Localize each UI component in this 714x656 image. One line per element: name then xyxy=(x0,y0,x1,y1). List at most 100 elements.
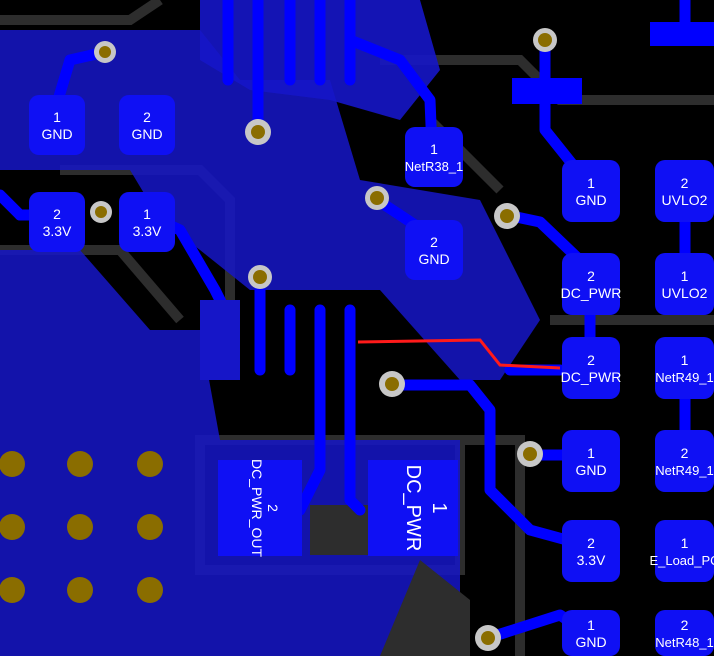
pad-number: 2 xyxy=(143,109,151,125)
via-hole xyxy=(251,125,265,139)
power-pads[interactable]: 2DC_PWR_OUT 1 DC_PWR xyxy=(218,459,458,557)
via-hole xyxy=(523,447,537,461)
pad-net-label: 3.3V xyxy=(133,223,162,239)
pad-net-label: UVLO2 xyxy=(662,192,708,208)
pad-shape[interactable] xyxy=(405,220,463,280)
through-hole[interactable] xyxy=(137,577,163,603)
via-hole xyxy=(99,46,111,58)
pad-shape[interactable] xyxy=(119,192,175,252)
pad-number: 1 xyxy=(430,141,438,157)
via-hole xyxy=(538,33,552,47)
pad-net-label: GND xyxy=(41,126,72,142)
pad-number: 1 xyxy=(587,175,595,191)
power-pad-net: DC_PWR xyxy=(402,465,424,552)
pad-net-label: NetR38_1 xyxy=(405,159,464,174)
via-hole xyxy=(385,377,399,391)
pad-number: 1 xyxy=(681,535,689,551)
pad-net-label: GND xyxy=(418,251,449,267)
via-hole xyxy=(370,191,384,205)
through-hole[interactable] xyxy=(0,577,25,603)
pad-number: 2 xyxy=(53,206,61,222)
pad-shape[interactable] xyxy=(562,430,620,492)
through-hole[interactable] xyxy=(0,451,25,477)
pad-net-label: 3.3V xyxy=(577,552,606,568)
pad-net-label: E_Load_PC xyxy=(649,553,714,568)
through-hole[interactable] xyxy=(67,577,93,603)
pad-number: 1 xyxy=(587,617,595,633)
smd-pad[interactable]: 23.3V xyxy=(562,520,620,582)
pad-net-label: DC_PWR xyxy=(561,285,622,301)
smd-pad[interactable]: 2DC_PWR xyxy=(561,337,622,399)
via-hole xyxy=(253,270,267,284)
pad-net-label: DC_PWR xyxy=(561,369,622,385)
pad-net-label: UVLO2 xyxy=(662,285,708,301)
through-hole[interactable] xyxy=(67,514,93,540)
smd-pads[interactable]: 1GND2GND23.3V13.3V1NetR38_12GND1GND2UVLO… xyxy=(29,95,714,656)
pad-shape[interactable] xyxy=(655,430,714,492)
pad-shape[interactable] xyxy=(405,127,463,187)
selected-net-track[interactable] xyxy=(357,338,561,370)
pad-number: 2 xyxy=(681,175,689,191)
pad-number: 1 xyxy=(587,445,595,461)
pad-shape[interactable] xyxy=(562,520,620,582)
pad-net-label: 3.3V xyxy=(43,223,72,239)
power-pad-shape[interactable] xyxy=(368,460,458,556)
pad-number: 1 xyxy=(681,268,689,284)
pad-number: 2 xyxy=(587,535,595,551)
smd-pad[interactable]: 1E_Load_PC xyxy=(649,520,714,582)
through-hole-array[interactable] xyxy=(0,451,163,603)
pad-number: 1 xyxy=(53,109,61,125)
pad-shape[interactable] xyxy=(119,95,175,155)
smd-pad[interactable]: 23.3V xyxy=(29,192,85,252)
pad-shape[interactable] xyxy=(29,95,85,155)
via-hole xyxy=(500,209,514,223)
pad-number: 2 xyxy=(430,234,438,250)
pad-net-label: NetR48_1 xyxy=(655,635,714,650)
smd-pad[interactable]: 13.3V xyxy=(119,192,175,252)
pad-shape[interactable] xyxy=(655,253,714,315)
copper-shapes xyxy=(200,22,714,380)
pad-shape[interactable] xyxy=(562,253,620,315)
pad-shape[interactable] xyxy=(655,610,714,656)
smd-pad[interactable]: 2DC_PWR xyxy=(561,253,622,315)
via-hole xyxy=(481,631,495,645)
pad-net-label: NetR49_1 xyxy=(655,463,714,478)
pad-shape[interactable] xyxy=(562,337,620,399)
through-hole[interactable] xyxy=(0,514,25,540)
pad-shape[interactable] xyxy=(655,337,714,399)
through-hole[interactable] xyxy=(137,514,163,540)
via-hole xyxy=(95,206,107,218)
pad-number: 2 xyxy=(681,445,689,461)
pad-net-label: GND xyxy=(131,126,162,142)
through-hole[interactable] xyxy=(67,451,93,477)
power-pad[interactable]: 1 DC_PWR xyxy=(368,460,458,556)
pad-shape[interactable] xyxy=(562,610,620,656)
pad-net-label: NetR49_1 xyxy=(655,370,714,385)
pad-shape[interactable] xyxy=(655,160,714,222)
power-pad[interactable]: 2DC_PWR_OUT xyxy=(218,459,302,557)
power-pad-number: 1 xyxy=(428,502,450,513)
pad-shape[interactable] xyxy=(562,160,620,222)
power-pad-shape[interactable] xyxy=(218,460,302,556)
pad-shape[interactable] xyxy=(655,520,714,582)
pad-shape[interactable] xyxy=(29,192,85,252)
pad-net-label: GND xyxy=(575,192,606,208)
pad-number: 2 xyxy=(587,268,595,284)
through-hole[interactable] xyxy=(137,451,163,477)
pad-number: 2 xyxy=(681,617,689,633)
vias[interactable] xyxy=(90,28,557,651)
pad-number: 2 xyxy=(587,352,595,368)
